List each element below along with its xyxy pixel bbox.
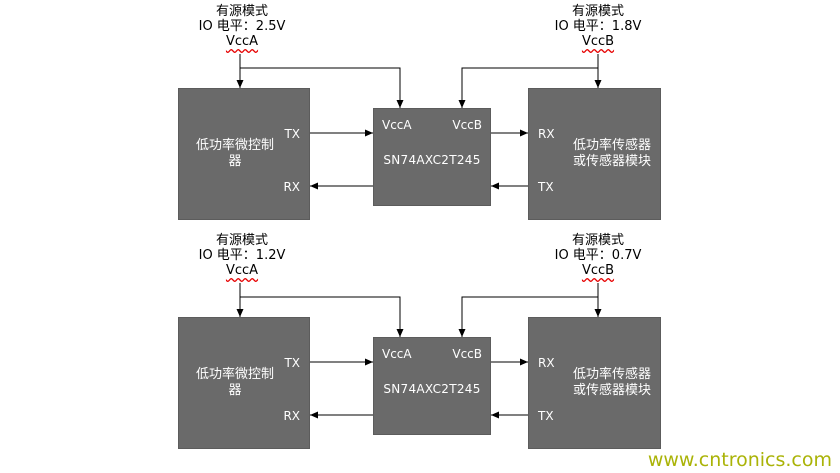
note-rail-vcca: VccA bbox=[225, 34, 259, 49]
chip-vccb-pin: VccB bbox=[452, 118, 482, 132]
mcu-label: 低功率微控制 器 bbox=[195, 367, 274, 398]
chip-part-number: SN74AXC2T245 bbox=[383, 153, 481, 167]
note-mode: 有源模式 bbox=[215, 4, 268, 19]
note-rail-vcca: VccA bbox=[225, 263, 259, 278]
watermark: www.cntronics.com bbox=[647, 449, 832, 471]
vccb-note: 有源模式 IO 电平：1.8V VccB bbox=[536, 4, 660, 49]
mcu-block: 低功率微控制 器 TX RX bbox=[178, 88, 310, 220]
sensor-block: RX TX 低功率传感器 或传感器模块 bbox=[528, 88, 661, 220]
vcca-note: 有源模式 IO 电平：2.5V VccA bbox=[180, 4, 304, 49]
sensor-tx-pin: TX bbox=[538, 409, 554, 423]
note-mode: 有源模式 bbox=[215, 233, 268, 248]
note-mode: 有源模式 bbox=[571, 233, 624, 248]
chip-vccb-pin: VccB bbox=[452, 347, 482, 361]
sensor-label: 低功率传感器 或传感器模块 bbox=[572, 367, 651, 398]
mcu-block: 低功率微控制 器 TX RX bbox=[178, 317, 310, 449]
level-shifter-block: VccA VccB SN74AXC2T245 bbox=[373, 337, 491, 435]
note-io-level: IO 电平：1.2V bbox=[198, 248, 286, 263]
note-io-level: IO 电平：0.7V bbox=[554, 248, 642, 263]
chip-vcca-pin: VccA bbox=[382, 347, 412, 361]
sensor-tx-pin: TX bbox=[538, 180, 554, 194]
sensor-rx-pin: RX bbox=[538, 127, 555, 141]
sensor-rx-pin: RX bbox=[538, 356, 555, 370]
mcu-rx-pin: RX bbox=[283, 409, 300, 423]
note-rail-vccb: VccB bbox=[581, 34, 615, 49]
vccb-note: 有源模式 IO 电平：0.7V VccB bbox=[536, 233, 660, 278]
mcu-rx-pin: RX bbox=[283, 180, 300, 194]
sensor-label: 低功率传感器 或传感器模块 bbox=[572, 138, 651, 169]
diagram-active-mode-1v2-0v7: 有源模式 IO 电平：1.2V VccA 有源模式 IO 电平：0.7V Vcc… bbox=[0, 229, 840, 458]
diagram-active-mode-2v5-1v8: 有源模式 IO 电平：2.5V VccA 有源模式 IO 电平：1.8V Vcc… bbox=[0, 0, 840, 229]
mcu-tx-pin: TX bbox=[284, 127, 300, 141]
vcca-note: 有源模式 IO 电平：1.2V VccA bbox=[180, 233, 304, 278]
sensor-block: RX TX 低功率传感器 或传感器模块 bbox=[528, 317, 661, 449]
chip-part-number: SN74AXC2T245 bbox=[383, 382, 481, 396]
mcu-tx-pin: TX bbox=[284, 356, 300, 370]
note-mode: 有源模式 bbox=[571, 4, 624, 19]
note-io-level: IO 电平：1.8V bbox=[554, 19, 642, 34]
note-io-level: IO 电平：2.5V bbox=[198, 19, 286, 34]
mcu-label: 低功率微控制 器 bbox=[195, 138, 274, 169]
chip-vcca-pin: VccA bbox=[382, 118, 412, 132]
note-rail-vccb: VccB bbox=[581, 263, 615, 278]
level-shifter-block: VccA VccB SN74AXC2T245 bbox=[373, 108, 491, 206]
